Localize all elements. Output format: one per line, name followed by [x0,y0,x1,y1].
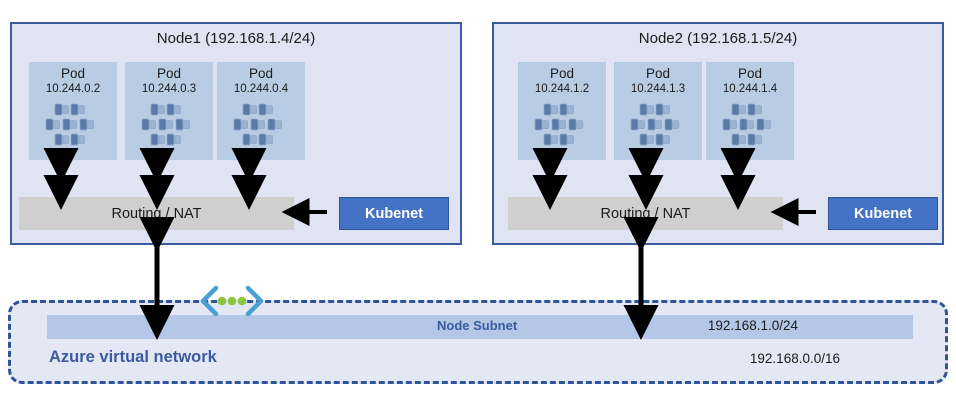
routing-nat-label: Routing / NAT [600,205,691,222]
node-panel-node2: Node2 (192.168.1.5/24) Pod 10.244.1.2 [492,22,944,245]
pod-ip: 10.244.1.3 [630,83,686,95]
pod-card: Pod 10.244.0.4 [217,62,305,160]
kubenet-label: Kubenet [365,205,423,222]
node-panel-node1: Node1 (192.168.1.4/24) Pod 10.244.0.2 [10,22,462,245]
pod-label: Pod [645,66,671,81]
node-subnet-cidr: 192.168.1.0/24 [707,318,798,333]
kubenet-box-node2: Kubenet [828,197,938,230]
azure-vnet-panel: Node Subnet 192.168.1.0/24 Azure virtual… [8,300,948,384]
pod-cluster-icon [41,102,105,159]
pod-label: Pod [156,66,182,81]
pod-label: Pod [737,66,763,81]
pod-card: Pod 10.244.0.2 [29,62,117,160]
kubenet-label: Kubenet [854,205,912,222]
node-title-node2: Node2 (192.168.1.5/24) [638,30,798,47]
pod-card: Pod 10.244.1.4 [706,62,794,160]
azure-vnet-label: Azure virtual network [49,348,217,366]
kubenet-box-node1: Kubenet [339,197,449,230]
routing-nat-bar-node2: Routing / NAT [508,197,783,230]
pod-ip: 10.244.0.2 [45,83,101,95]
pod-ip: 10.244.1.4 [722,83,778,95]
pod-label: Pod [248,66,274,81]
network-chevron-dots-icon [196,283,268,324]
azure-vnet-cidr: 192.168.0.0/16 [749,351,840,366]
pod-cluster-icon [718,102,782,159]
pod-label: Pod [549,66,575,81]
pod-ip: 10.244.0.3 [141,83,197,95]
pod-cluster-icon [137,102,201,159]
node-title-node1: Node1 (192.168.1.4/24) [156,30,316,47]
pod-card: Pod 10.244.0.3 [125,62,213,160]
pod-cluster-icon [530,102,594,159]
routing-nat-bar-node1: Routing / NAT [19,197,294,230]
pod-cluster-icon [229,102,293,159]
pod-card: Pod 10.244.1.3 [614,62,702,160]
pod-card: Pod 10.244.1.2 [518,62,606,160]
pod-ip: 10.244.1.2 [534,83,590,95]
pod-cluster-icon [626,102,690,159]
pod-ip: 10.244.0.4 [233,83,289,95]
routing-nat-label: Routing / NAT [111,205,202,222]
node-subnet-label: Node Subnet [437,318,518,333]
pod-label: Pod [60,66,86,81]
node-subnet-bar: Node Subnet 192.168.1.0/24 [47,315,913,339]
